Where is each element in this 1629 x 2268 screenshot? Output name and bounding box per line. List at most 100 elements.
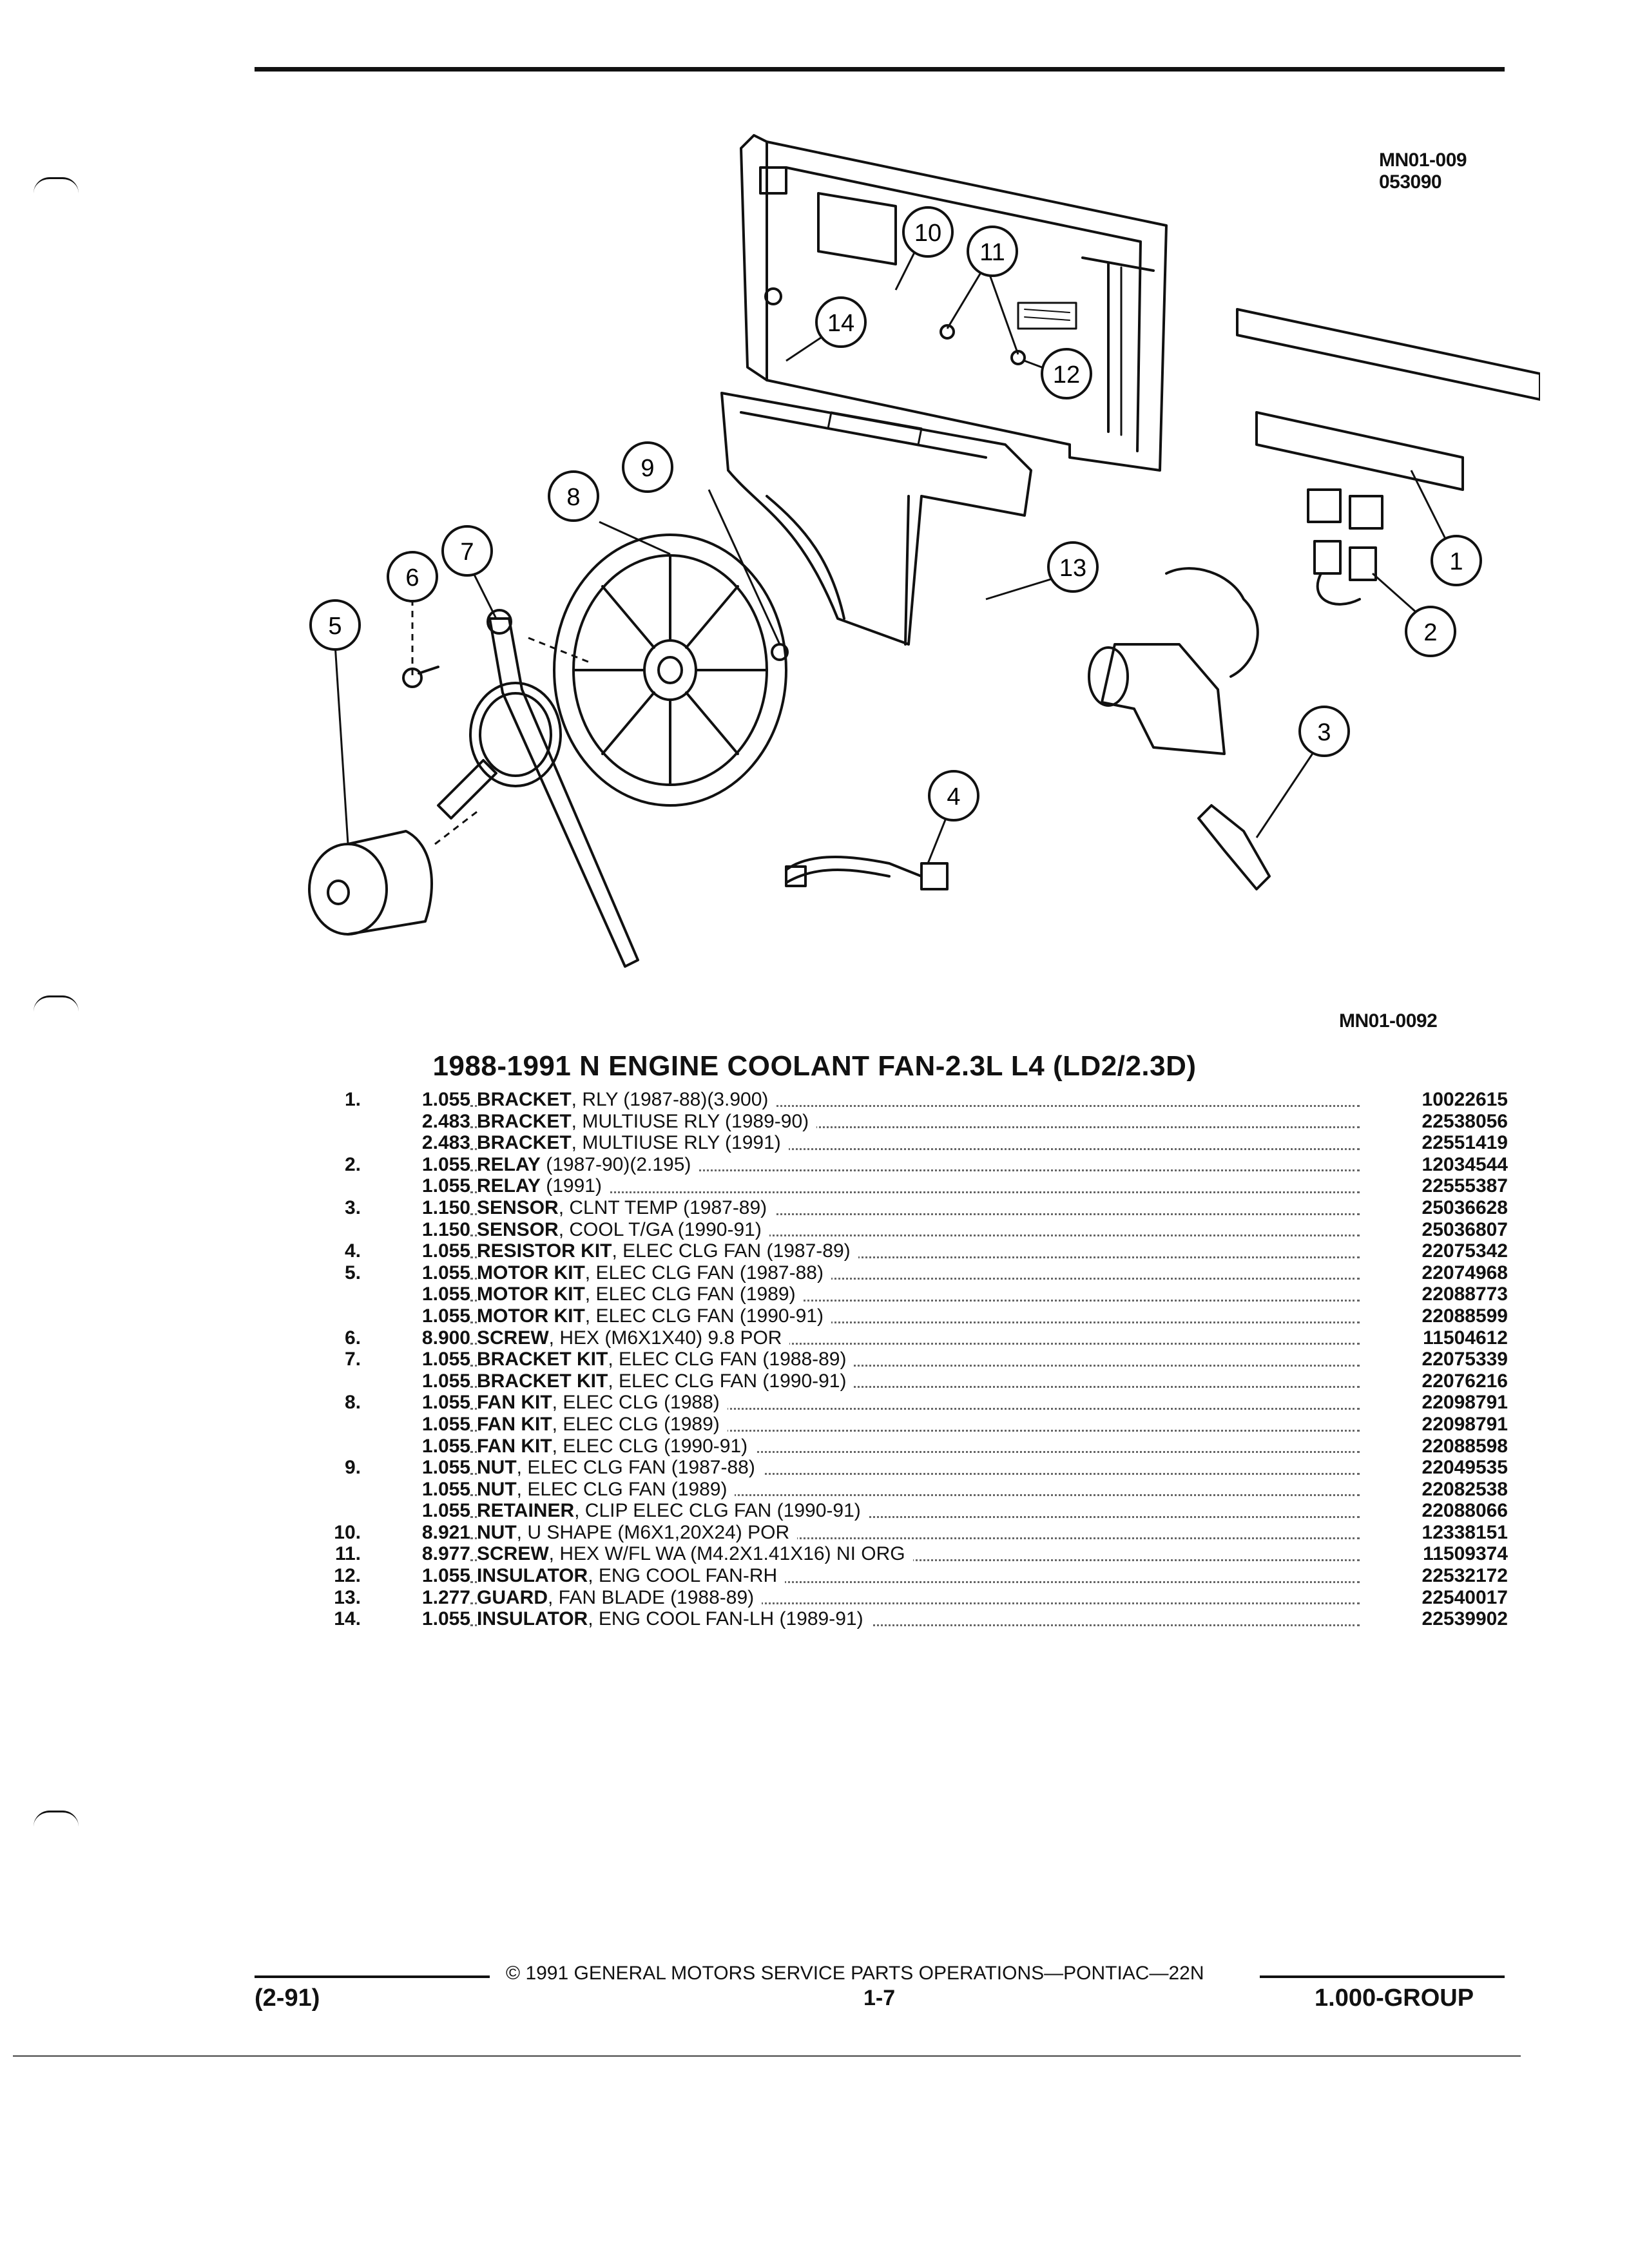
part-name: BRACKET <box>477 1110 572 1132</box>
svg-text:10: 10 <box>914 220 941 247</box>
leader-dots <box>470 1624 1360 1626</box>
part-description: MOTOR KIT, ELEC CLG FAN (1989) <box>470 1283 1360 1305</box>
leader-dots <box>470 1364 1360 1367</box>
leader-dots <box>470 1451 1360 1454</box>
description-text: SCREW, HEX (M6X1X40) 9.8 POR <box>477 1327 790 1349</box>
part-detail: , MULTIUSE RLY (1989-90) <box>571 1110 809 1132</box>
callout-3: 3 <box>1298 706 1350 757</box>
part-description: RELAY (1991) <box>470 1175 1360 1197</box>
part-detail: , ELEC CLG FAN (1990-91) <box>584 1305 824 1327</box>
description-text: RELAY (1991) <box>477 1175 610 1197</box>
svg-text:9: 9 <box>641 455 654 482</box>
callout-group: 1 2 3 4 5 6 7 8 <box>309 206 1482 822</box>
leader-dots <box>470 1213 1360 1215</box>
quantity-code: 1.055 <box>421 1413 470 1435</box>
leader-dots <box>470 1429 1360 1432</box>
svg-text:8: 8 <box>566 484 580 511</box>
part-detail: , ELEC CLG FAN (1988-89) <box>608 1349 847 1370</box>
description-text: MOTOR KIT, ELEC CLG FAN (1987-88) <box>477 1262 831 1283</box>
part-name: BRACKET <box>477 1089 572 1110</box>
part-name: NUT <box>477 1521 517 1543</box>
callout-6: 6 <box>387 551 438 602</box>
motor-illustration <box>308 830 433 936</box>
quantity-code: 1.055 <box>421 1349 470 1370</box>
quantity-code: 1.055 <box>421 1089 470 1110</box>
part-number: 22074968 <box>1422 1262 1508 1283</box>
part-description: BRACKET KIT, ELEC CLG FAN (1988-89) <box>470 1349 1360 1370</box>
part-description: BRACKET, MULTIUSE RLY (1991) <box>470 1132 1360 1154</box>
part-detail: , ENG COOL FAN-LH (1989-91) <box>588 1608 863 1630</box>
header-rule <box>255 67 1505 72</box>
group-label: 1.000-GROUP <box>1315 1984 1474 2012</box>
part-detail: , ELEC CLG FAN (1989) <box>516 1478 728 1500</box>
description-text: BRACKET, RLY (1987-88)(3.900) <box>477 1089 776 1110</box>
figure-id-top-line1: MN01-009 <box>1379 149 1467 171</box>
leader-dots <box>470 1104 1360 1107</box>
footer-rule-right <box>1260 1975 1505 1978</box>
item-number: 13. <box>334 1586 361 1608</box>
item-number: 6. <box>344 1327 361 1349</box>
nut-illustration <box>764 287 782 305</box>
part-name: RETAINER <box>477 1500 575 1522</box>
part-description: MOTOR KIT, ELEC CLG FAN (1987-88) <box>470 1262 1360 1284</box>
item-number: 1. <box>344 1089 361 1110</box>
description-text: RESISTOR KIT, ELEC CLG FAN (1987-89) <box>477 1240 858 1262</box>
part-detail: , CLIP ELEC CLG FAN (1990-91) <box>574 1500 861 1522</box>
description-text: NUT, ELEC CLG FAN (1989) <box>477 1478 735 1500</box>
part-description: FAN KIT, ELEC CLG (1990-91) <box>470 1435 1360 1457</box>
part-name: FAN KIT <box>477 1392 552 1414</box>
part-name: MOTOR KIT <box>477 1262 585 1283</box>
quantity-code: 1.055 <box>421 1262 470 1283</box>
part-description: BRACKET, RLY (1987-88)(3.900) <box>470 1089 1360 1111</box>
part-detail: , ELEC CLG FAN (1987-88) <box>516 1457 755 1479</box>
leader-dots <box>470 1494 1360 1497</box>
callout-8: 8 <box>548 470 599 522</box>
part-number: 22098791 <box>1422 1392 1508 1414</box>
binder-mark-middle <box>34 995 79 1012</box>
description-text: BRACKET, MULTIUSE RLY (1991) <box>477 1132 789 1154</box>
part-description: SCREW, HEX (M6X1X40) 9.8 POR <box>470 1327 1360 1349</box>
callout-13: 13 <box>1047 541 1099 593</box>
quantity-code: 8.921 <box>421 1521 470 1543</box>
callout-5: 5 <box>309 599 361 651</box>
part-detail: , ELEC CLG FAN (1990-91) <box>608 1370 847 1392</box>
description-text: SCREW, HEX W/FL WA (M4.2X1.41X16) NI ORG <box>477 1543 913 1565</box>
part-description: INSULATOR, ENG COOL FAN-LH (1989-91) <box>470 1608 1360 1630</box>
part-number: 22555387 <box>1422 1175 1508 1197</box>
footer-rule-left <box>255 1975 490 1978</box>
leader-dots <box>470 1126 1360 1129</box>
fan-guard-illustration <box>720 392 1032 646</box>
item-number: 9. <box>344 1457 361 1479</box>
part-number: 22538056 <box>1422 1110 1508 1132</box>
figure-id-top-line2: 053090 <box>1379 171 1442 193</box>
fan-illustration <box>553 533 789 807</box>
part-description: NUT, U SHAPE (M6X1,20X24) POR <box>470 1521 1360 1544</box>
part-number: 11509374 <box>1423 1543 1508 1565</box>
description-text: RETAINER, CLIP ELEC CLG FAN (1990-91) <box>477 1500 869 1522</box>
part-number: 22088066 <box>1422 1500 1508 1522</box>
quantity-code: 1.055 <box>421 1392 470 1414</box>
callout-4: 4 <box>928 770 979 822</box>
leader-dots <box>470 1278 1360 1280</box>
bracket-illustration <box>437 609 639 968</box>
part-description: FAN KIT, ELEC CLG (1988) <box>470 1392 1360 1414</box>
page-number: 1-7 <box>863 1986 896 2010</box>
leader-dots <box>470 1148 1360 1150</box>
part-detail: (1987-90)(2.195) <box>540 1153 691 1175</box>
leader-dots <box>470 1299 1360 1302</box>
part-number: 22532172 <box>1422 1565 1508 1587</box>
part-name: FAN KIT <box>477 1413 552 1435</box>
leader-lines <box>334 238 1458 864</box>
